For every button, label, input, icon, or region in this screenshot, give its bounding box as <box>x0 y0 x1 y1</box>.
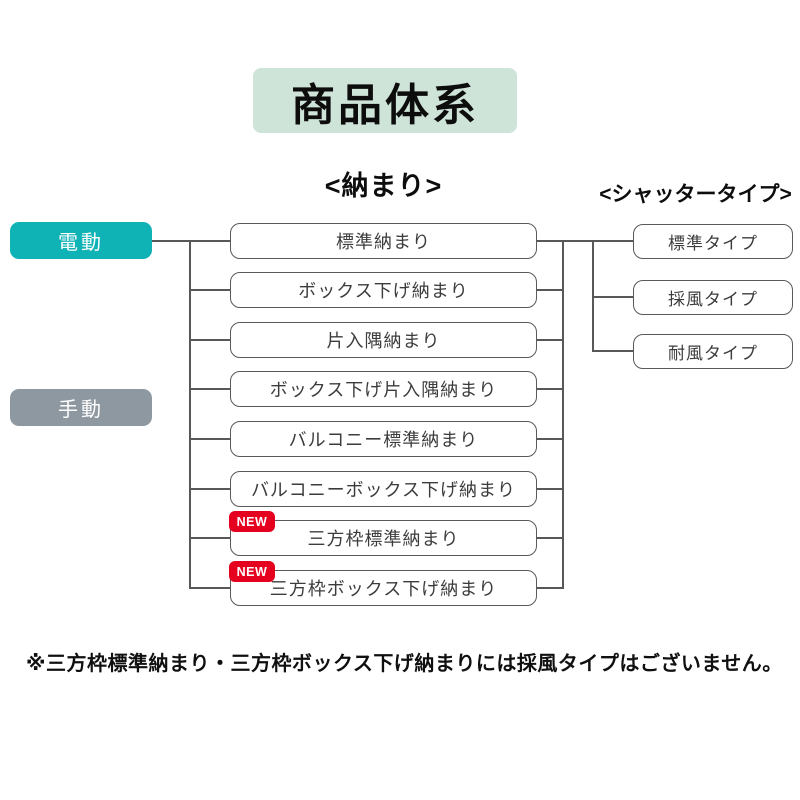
node-single-corner-fitting: 片入隅納まり <box>230 322 537 358</box>
node-label: 片入隅納まり <box>326 331 441 351</box>
node-label: 三方枠ボックス下げ納まり <box>269 579 498 599</box>
footnote: ※三方枠標準納まり・三方枠ボックス下げ納まりには採風タイプはございません。 <box>26 653 783 675</box>
node-label: 標準タイプ <box>668 234 758 253</box>
shutter-type-column-header: <シャッタータイプ> <box>599 183 792 206</box>
connector-line <box>189 438 230 440</box>
node-label: ボックス下げ片入隅納まり <box>269 380 498 400</box>
connector-line <box>189 488 230 490</box>
connector-line <box>537 488 564 490</box>
connector-line <box>537 240 633 242</box>
node-manual: 手動 <box>10 389 152 426</box>
node-ventilation-type: 採風タイプ <box>633 280 793 315</box>
node-electric: 電動 <box>10 222 152 259</box>
connector-line <box>537 388 564 390</box>
new-badge: NEW <box>229 561 275 582</box>
node-box-lowered-fitting: ボックス下げ納まり <box>230 272 537 308</box>
node-three-side-frame-standard-fitting: NEW 三方枠標準納まり <box>229 511 537 556</box>
connector-line <box>189 339 230 341</box>
connector-line <box>189 388 230 390</box>
connector-line <box>152 240 230 242</box>
node-label: 三方枠標準納まり <box>307 529 460 549</box>
connector-line <box>537 339 564 341</box>
node-label: 耐風タイプ <box>668 344 758 363</box>
connector-line <box>592 350 633 352</box>
connector-line <box>537 289 564 291</box>
new-badge: NEW <box>229 511 275 532</box>
connector-line <box>537 438 564 440</box>
node-standard-type: 標準タイプ <box>633 224 793 259</box>
node-label: ボックス下げ納まり <box>298 281 469 301</box>
connector-line <box>189 587 230 589</box>
node-three-side-frame-box-lowered-fitting: NEW 三方枠ボックス下げ納まり <box>229 561 537 606</box>
node-box-lowered-single-corner-fitting: ボックス下げ片入隅納まり <box>230 371 537 407</box>
connector-line <box>592 296 633 298</box>
connector-line <box>189 537 230 539</box>
node-standard-fitting: 標準納まり <box>230 223 537 259</box>
connector-line <box>537 587 564 589</box>
connector-line <box>189 289 230 291</box>
fitting-column-header: <納まり> <box>324 171 443 201</box>
node-balcony-standard-fitting: バルコニー標準納まり <box>230 421 537 457</box>
node-balcony-box-lowered-fitting: バルコニーボックス下げ納まり <box>230 471 537 507</box>
node-label: 採風タイプ <box>668 290 758 309</box>
node-label: バルコニーボックス下げ納まり <box>250 480 517 500</box>
connector-line <box>562 240 564 589</box>
page-title: 商品体系 <box>253 68 517 133</box>
node-label: バルコニー標準納まり <box>288 430 479 450</box>
connector-line <box>537 537 564 539</box>
node-label: 標準納まり <box>336 232 431 252</box>
node-wind-resistant-type: 耐風タイプ <box>633 334 793 369</box>
connector-line <box>189 240 191 589</box>
